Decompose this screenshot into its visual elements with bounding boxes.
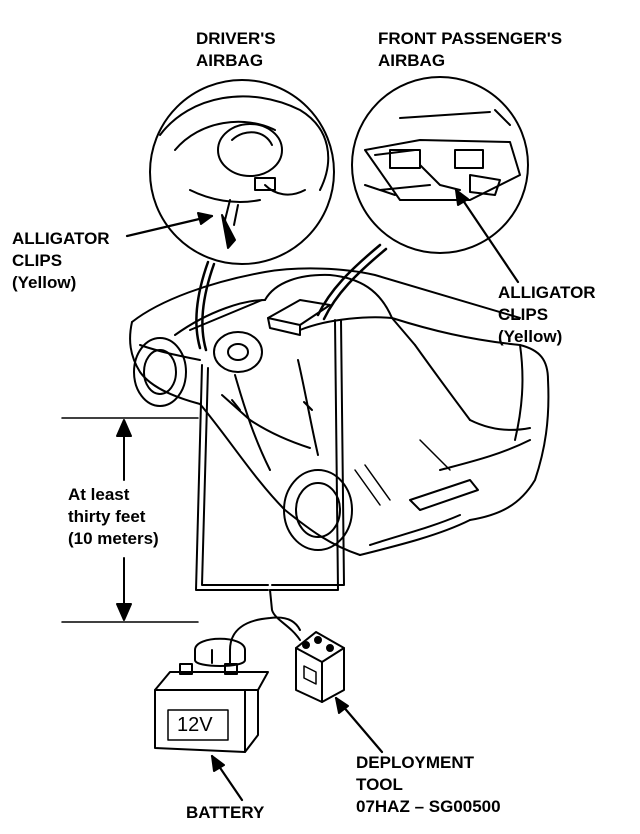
battery-illustration — [154, 637, 269, 753]
passenger-airbag-label: FRONT PASSENGER'S AIRBAG — [378, 29, 563, 70]
deployment-tool-illustration — [295, 631, 345, 703]
pointer-arrows — [125, 188, 520, 802]
alligator-clips-label-right: ALLIGATOR CLIPS (Yellow) — [498, 283, 596, 346]
battery-voltage-label: 12V — [177, 714, 213, 736]
deployment-tool-label: DEPLOYMENT TOOL 07HAZ – SG00500 — [356, 753, 501, 816]
distance-label: At least thirty feet (10 meters) — [68, 485, 159, 548]
drivers-airbag-label: DRIVER'S AIRBAG — [196, 29, 276, 70]
alligator-clips-label-left: ALLIGATOR CLIPS (Yellow) — [12, 229, 110, 292]
wiring — [195, 243, 388, 651]
distance-indicator — [61, 417, 199, 623]
battery-label: BATTERY — [186, 803, 265, 822]
passenger-airbag-inset — [351, 76, 529, 254]
drivers-airbag-inset — [149, 79, 335, 265]
car-illustration — [129, 267, 550, 556]
